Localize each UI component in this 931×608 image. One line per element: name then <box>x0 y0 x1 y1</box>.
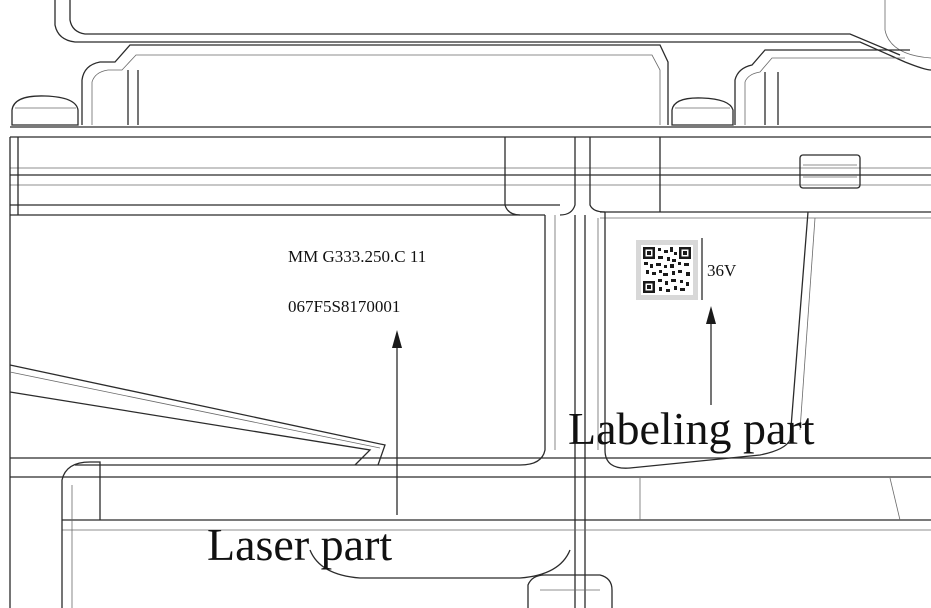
laser-mark-line1: MM G333.250.C 11 <box>288 247 426 266</box>
laser-face-block <box>9 215 586 608</box>
lower-base <box>10 457 931 608</box>
voltage-label: 36V <box>707 261 737 280</box>
laser-callout-arrow <box>392 330 402 515</box>
labeling-callout-arrow <box>706 306 716 405</box>
upper-housing <box>11 0 931 126</box>
main-rail <box>9 126 931 608</box>
laser-mark-line2: 067F5S8170001 <box>288 297 400 316</box>
labeling-part-callout: Labeling part <box>568 403 815 454</box>
laser-part-callout: Laser part <box>207 519 392 570</box>
qr-code-label <box>636 238 703 300</box>
